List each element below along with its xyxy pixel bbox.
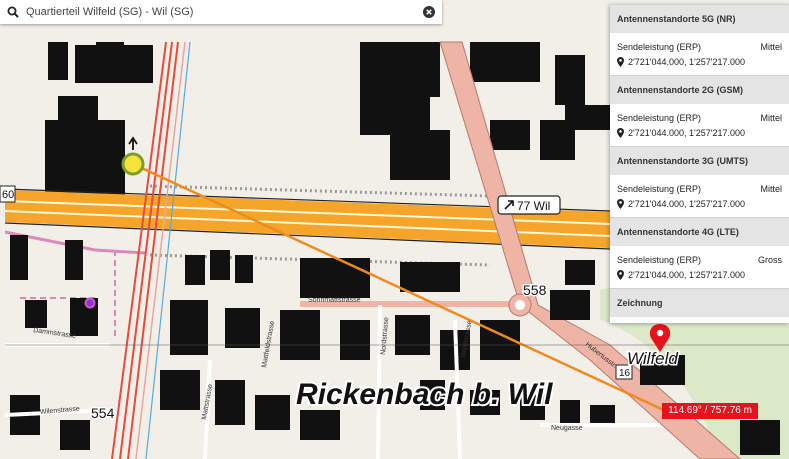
railway [111, 41, 191, 459]
coordinates: 2'721'044.000, 1'257'217.000 [628, 270, 745, 280]
street-mattfeld: Mattfeldstrasse [261, 320, 276, 368]
place-label-rickenbach: Rickenbach b. Wil [296, 378, 553, 411]
street-wilen: Wilenstrasse [40, 406, 81, 416]
search-input[interactable] [26, 1, 416, 23]
highway [5, 190, 610, 248]
map-pin-icon [617, 199, 624, 209]
map-pin-icon [617, 128, 624, 138]
parcel-boundary [4, 230, 146, 255]
section-header-zeichnung[interactable]: Zeichnung [610, 288, 789, 317]
street-damm: Dammstrasse [33, 327, 77, 340]
search-icon[interactable] [0, 0, 26, 24]
section-body: Sendeleistung (ERP) Mittel 2'721'044.000,… [610, 104, 789, 146]
coordinates: 2'721'044.000, 1'257'217.000 [628, 199, 745, 209]
buildings-north [45, 42, 610, 205]
section-header[interactable]: Antennenstandorte 5G (NR) [610, 4, 789, 33]
attribute-label: Sendeleistung (ERP) [617, 113, 702, 123]
route-number: 16 [619, 368, 631, 379]
location-pin-icon[interactable] [649, 324, 671, 352]
arrow-ne-icon [504, 200, 514, 210]
road-sign-label: 77 Wil [517, 199, 550, 213]
section-body: Sendeleistung (ERP) Mittel 2'721'044.000,… [610, 175, 789, 217]
coordinates: 2'721'044.000, 1'257'217.000 [628, 128, 745, 138]
main-road [439, 41, 741, 459]
edge-number-box [0, 185, 16, 203]
measurement-label: 114.69° / 757.76 m [662, 403, 758, 419]
close-circle-icon[interactable] [416, 0, 442, 24]
map-pin-icon [617, 57, 624, 67]
street-matt: Mattstrasse [201, 383, 214, 420]
poi-marker[interactable] [84, 297, 96, 309]
attribute-value: Mittel [760, 113, 782, 123]
info-panel: Antennenstandorte 5G (NR) Sendeleistung … [610, 4, 789, 323]
coordinates: 2'721'044.000, 1'257'217.000 [628, 57, 745, 67]
attribute-label: Sendeleistung (ERP) [617, 42, 702, 52]
measure-line [132, 162, 669, 414]
street-sonnmatt: Sonnmattstrasse [308, 297, 361, 304]
elevation-554: 554 [91, 405, 115, 421]
attribute-value: Gross [757, 255, 782, 265]
street-nord-1: Nordstrasse [380, 317, 390, 355]
attribute-label: Sendeleistung (ERP) [617, 255, 702, 265]
route-number-box [615, 364, 633, 380]
section-header[interactable]: Antennenstandorte 3G (UMTS) [610, 146, 789, 175]
embankment [149, 184, 491, 198]
search-bar[interactable] [0, 0, 442, 24]
map-pin-icon [617, 270, 624, 280]
street-neu: Neugasse [551, 425, 583, 432]
attribute-label: Sendeleistung (ERP) [617, 184, 702, 194]
section-header[interactable]: Antennenstandorte 2G (GSM) [610, 75, 789, 104]
section-body: Sendeleistung (ERP) Mittel 2'721'044.000,… [610, 33, 789, 75]
roundabout-center [515, 300, 525, 310]
attribute-value: Mittel [760, 184, 782, 194]
measure-start-marker[interactable] [121, 152, 145, 176]
section-body: Sendeleistung (ERP) Gross 2'721'044.000, … [610, 246, 789, 288]
direction-arrow-icon [128, 136, 138, 150]
edge-number: 60 [2, 189, 14, 201]
section-header[interactable]: Antennenstandorte 4G (LTE) [610, 217, 789, 246]
place-label-wilfeld: Wilfeld [627, 349, 678, 368]
attribute-value: Mittel [760, 42, 782, 52]
buildings-south [10, 235, 780, 455]
elevation-558: 558 [523, 282, 547, 298]
